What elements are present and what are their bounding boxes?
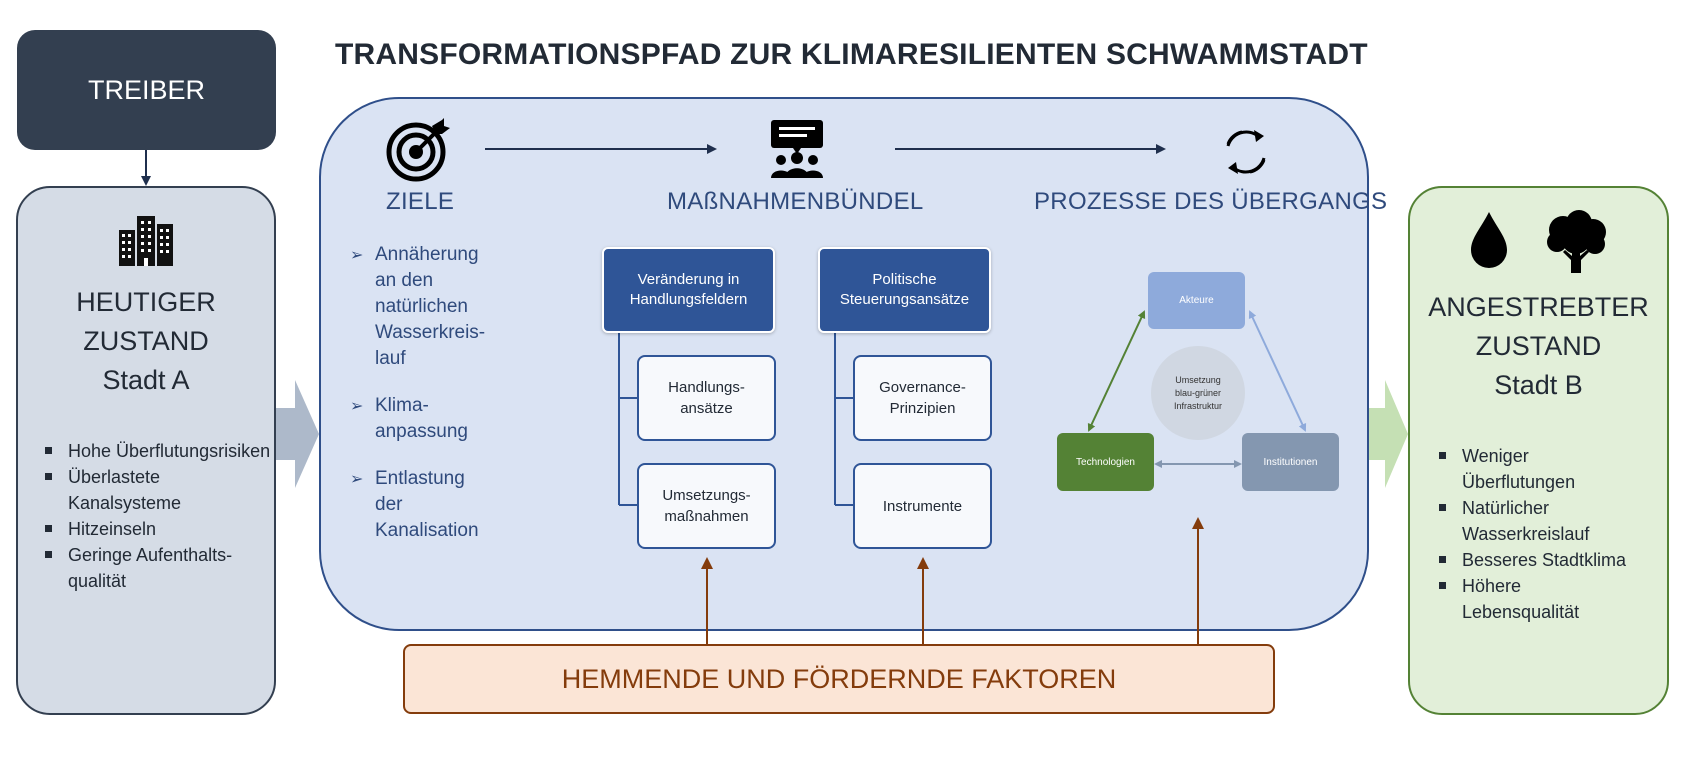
node-label: Technologien — [1076, 456, 1135, 468]
target-state-bullets: Weniger Überflutungen Natürlicher Wasser… — [1429, 443, 1629, 625]
node-akteure: Akteure — [1148, 272, 1245, 329]
box-line: Politische — [872, 271, 937, 288]
list-item: Klima- anpassung — [350, 393, 485, 445]
box-line: Veränderung in — [637, 271, 740, 288]
left-block-arrow — [276, 380, 319, 488]
massnahmen-head-box-2: Politische Steuerungsansätze — [818, 247, 991, 333]
node-institutionen: Institutionen — [1242, 433, 1339, 491]
current-state-title-line: ZUSTAND — [83, 326, 209, 356]
ziele-heading: ZIELE — [386, 188, 455, 215]
massnahmen-sub-box: Instrumente — [853, 463, 992, 549]
box-line: Instrumente — [882, 497, 963, 515]
goal-line: anpassung — [375, 421, 468, 442]
target-state-title-line: ANGESTREBTER — [1428, 292, 1649, 322]
target-state-title-line: ZUSTAND — [1475, 331, 1602, 361]
target-state-title-line: Stadt B — [1494, 370, 1583, 400]
treiber-box: TREIBER — [17, 30, 276, 150]
right-block-arrow — [1369, 380, 1408, 488]
list-item: Weniger Überflutungen — [1429, 443, 1602, 495]
box-line: maßnahmen — [664, 508, 749, 525]
center-line: blau-grüner — [1174, 387, 1221, 398]
center-circle: Umsetzung blau-grüner Infrastruktur — [1151, 346, 1245, 440]
current-state-box: HEUTIGER ZUSTAND Stadt A Hohe Überflutun… — [16, 186, 276, 715]
goal-line: natürlichen — [375, 296, 468, 317]
list-item: Entlastung der Kanalisation — [350, 466, 485, 544]
link-technologien-akteure — [1087, 310, 1146, 432]
massnahmen-heading: MAßNAHMENBÜNDEL — [667, 188, 924, 215]
link-akteure-institutionen — [1248, 310, 1307, 432]
goal-line: Kanalisation — [375, 520, 479, 541]
list-item: Annäherung an den natürlichen Wasserkrei… — [350, 242, 485, 372]
box-line: Handlungsfeldern — [629, 291, 748, 308]
current-state-title-line: Stadt A — [102, 365, 190, 395]
goal-line: Annäherung — [375, 244, 479, 265]
box-line: Prinzipien — [889, 400, 956, 417]
massnahmen-sub-box: Handlungs- ansätze — [637, 355, 776, 441]
box-line: ansätze — [680, 400, 733, 417]
city-buildings-icon — [119, 216, 173, 266]
goal-line: Entlastung — [375, 468, 465, 489]
list-item: Besseres Stadtklima — [1429, 547, 1629, 573]
treiber-label: TREIBER — [87, 74, 206, 105]
current-state-title: HEUTIGER ZUSTAND Stadt A — [18, 283, 274, 400]
cycle-arrows-icon — [1226, 130, 1266, 174]
list-item: Hohe Überflutungsrisiken — [35, 438, 274, 464]
list-item: Geringe Aufenthalts-qualität — [35, 542, 248, 594]
goal-line: der — [375, 494, 403, 515]
massnahmen-head-box-1: Veränderung in Handlungsfeldern — [602, 247, 775, 333]
box-line: Steuerungsansätze — [839, 291, 970, 308]
goal-line: lauf — [375, 348, 406, 369]
node-technologien: Technologien — [1057, 433, 1154, 491]
target-state-title: ANGESTREBTER ZUSTAND Stadt B — [1410, 288, 1667, 405]
goal-line: Klima- — [375, 395, 429, 416]
ziele-list: Annäherung an den natürlichen Wasserkrei… — [350, 242, 485, 565]
water-drop-icon — [1470, 212, 1507, 268]
node-label: Institutionen — [1263, 456, 1318, 468]
tree-icon — [1546, 210, 1606, 273]
diagram-title: TRANSFORMATIONSPFAD ZUR KLIMARESILIENTEN… — [335, 38, 1368, 71]
list-item: Höhere Lebensqualität — [1429, 573, 1612, 625]
list-item: Hitzeinseln — [35, 516, 274, 542]
factors-label: HEMMENDE UND FÖRDERNDE FAKTOREN — [561, 663, 1117, 694]
group-presentation-icon — [771, 120, 823, 178]
box-line: Governance- — [879, 379, 966, 396]
factors-box: HEMMENDE UND FÖRDERNDE FAKTOREN — [403, 644, 1275, 714]
target-state-icons — [1410, 210, 1667, 274]
goal-line: an den — [375, 270, 434, 291]
target-icon — [386, 118, 450, 182]
current-state-bullets: Hohe Überflutungsrisiken Überlastete Kan… — [35, 438, 274, 594]
center-line: Infrastruktur — [1173, 400, 1222, 411]
hierarchy-connector-2 — [834, 333, 853, 506]
hierarchy-connector-1 — [618, 333, 637, 506]
list-item: Natürlicher Wasserkreislauf — [1429, 495, 1622, 547]
node-label: Akteure — [1179, 295, 1214, 306]
prozesse-heading: PROZESSE DES ÜBERGANGS — [1034, 188, 1388, 215]
list-item: Überlastete Kanalsysteme — [35, 464, 274, 516]
box-line: Umsetzungs- — [662, 487, 751, 504]
target-state-box: ANGESTREBTER ZUSTAND Stadt B Weniger Übe… — [1408, 186, 1669, 715]
goal-line: Wasserkreis- — [375, 322, 486, 343]
current-state-title-line: HEUTIGER — [76, 287, 216, 317]
box-line: Handlungs- — [668, 379, 745, 396]
massnahmen-sub-box: Umsetzungs- maßnahmen — [637, 463, 776, 549]
massnahmen-sub-box: Governance- Prinzipien — [853, 355, 992, 441]
center-line: Umsetzung — [1175, 374, 1221, 385]
